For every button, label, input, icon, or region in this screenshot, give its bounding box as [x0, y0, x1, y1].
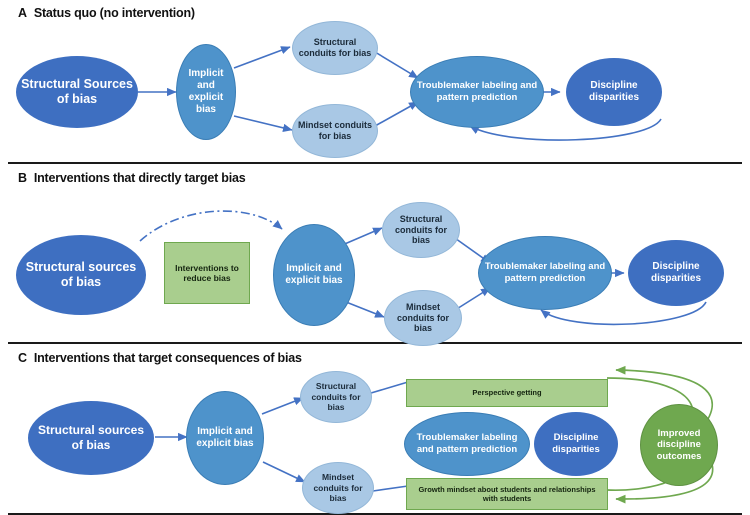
panel-c-title: Interventions that target consequences o…: [33, 351, 302, 365]
node-b-structural-conduits[interactable]: Structural conduits for bias: [382, 202, 460, 258]
node-b-implicit-explicit[interactable]: Implicit and explicit bias: [273, 224, 355, 326]
node-b-structural-sources[interactable]: Structural sources of bias: [16, 235, 146, 315]
node-a-structural-conduits-label: Structural conduits for bias: [298, 37, 372, 58]
node-b-structural-conduits-label: Structural conduits for bias: [395, 213, 447, 246]
node-a-structural-sources-label: Structural Sources of bias: [21, 76, 133, 106]
node-a-mindset-conduits[interactable]: Mindset conduits for bias: [292, 104, 378, 158]
node-c-structural-conduits-label: Structural conduits for bias: [311, 381, 361, 413]
node-c-perspective-getting[interactable]: Perspective getting: [406, 379, 608, 407]
panel-c-header: C Interventions that target consequences …: [18, 351, 302, 365]
node-b-discipline-disparities-label: Discipline disparities: [650, 260, 702, 284]
node-c-growth-mindset[interactable]: Growth mindset about students and relati…: [406, 478, 608, 510]
node-c-improved-outcomes-label: Improved discipline outcomes: [656, 427, 702, 462]
node-c-growth-mindset-label: Growth mindset about students and relati…: [418, 484, 596, 503]
panel-b-header: B Interventions that directly target bias: [18, 171, 246, 185]
panel-b-letter: B: [18, 171, 27, 185]
panel-b-title: Interventions that directly target bias: [33, 171, 246, 185]
node-c-perspective-getting-label: Perspective getting: [472, 388, 542, 398]
node-a-implicit-explicit-label: Implicit and explicit bias: [188, 67, 224, 116]
node-b-discipline-disparities[interactable]: Discipline disparities: [628, 240, 724, 306]
node-b-interventions-to-reduce-bias[interactable]: Interventions to reduce bias: [164, 242, 250, 304]
node-a-structural-conduits[interactable]: Structural conduits for bias: [292, 21, 378, 75]
node-c-implicit-explicit-label: Implicit and explicit bias: [196, 425, 254, 449]
panel-c: C Interventions that target consequences …: [0, 343, 750, 515]
node-c-structural-sources[interactable]: Structural sources of bias: [28, 401, 154, 475]
node-c-troublemaker[interactable]: Troublemaker labeling and pattern predic…: [404, 412, 530, 476]
divider-a-b: [8, 162, 742, 164]
node-c-structural-conduits[interactable]: Structural conduits for bias: [300, 371, 372, 423]
node-a-mindset-conduits-label: Mindset conduits for bias: [298, 120, 372, 141]
node-a-troublemaker-label: Troublemaker labeling and pattern predic…: [416, 80, 538, 103]
node-c-structural-sources-label: Structural sources of bias: [37, 423, 145, 452]
node-c-mindset-conduits-label: Mindset conduits for bias: [313, 472, 363, 504]
node-a-troublemaker[interactable]: Troublemaker labeling and pattern predic…: [410, 56, 544, 128]
panel-a: A Status quo (no intervention) Structural…: [0, 0, 750, 163]
node-b-interventions-label: Interventions to reduce bias: [175, 262, 239, 283]
node-b-mindset-conduits[interactable]: Mindset conduits for bias: [384, 290, 462, 346]
node-c-implicit-explicit[interactable]: Implicit and explicit bias: [186, 391, 264, 485]
node-a-discipline-disparities-label: Discipline disparities: [588, 79, 640, 103]
divider-b-c: [8, 342, 742, 344]
node-a-structural-sources[interactable]: Structural Sources of bias: [16, 56, 138, 128]
node-c-discipline-disparities[interactable]: Discipline disparities: [534, 412, 618, 476]
node-c-improved-outcomes[interactable]: Improved discipline outcomes: [640, 404, 718, 486]
node-a-implicit-explicit[interactable]: Implicit and explicit bias: [176, 44, 236, 140]
node-c-discipline-disparities-label: Discipline disparities: [552, 432, 600, 455]
panel-a-title: Status quo (no intervention): [33, 6, 195, 20]
node-b-implicit-explicit-label: Implicit and explicit bias: [285, 262, 343, 286]
panel-b: B Interventions that directly target bias: [0, 163, 750, 343]
node-b-troublemaker[interactable]: Troublemaker labeling and pattern predic…: [478, 236, 612, 310]
panel-c-letter: C: [18, 351, 27, 365]
node-a-discipline-disparities[interactable]: Discipline disparities: [566, 58, 662, 126]
node-b-structural-sources-label: Structural sources of bias: [25, 259, 137, 289]
node-c-mindset-conduits[interactable]: Mindset conduits for bias: [302, 462, 374, 514]
panel-a-header: A Status quo (no intervention): [18, 6, 195, 20]
panel-a-letter: A: [18, 6, 27, 20]
node-c-troublemaker-label: Troublemaker labeling and pattern predic…: [416, 432, 518, 455]
divider-bottom: [8, 513, 742, 515]
node-b-mindset-conduits-label: Mindset conduits for bias: [397, 301, 449, 334]
node-b-troublemaker-label: Troublemaker labeling and pattern predic…: [484, 261, 606, 284]
